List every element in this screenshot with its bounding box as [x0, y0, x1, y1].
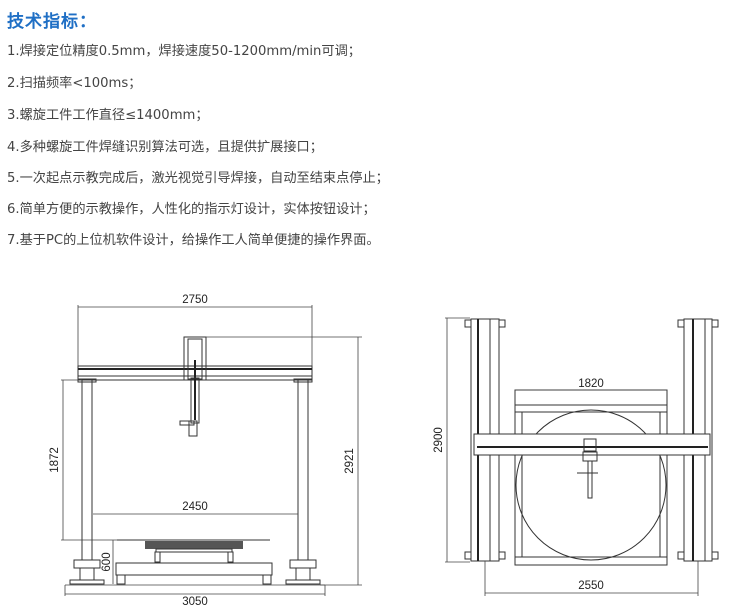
- spec-item: 6.简单方便的示教操作，人性化的指示灯设计，实体按钮设计；: [7, 202, 376, 217]
- dim-600: 600: [101, 552, 113, 571]
- dim-3050: 3050: [182, 596, 208, 608]
- dim-2450: 2450: [182, 501, 208, 513]
- spec-item: 3.螺旋工件工作直径≤1400mm；: [7, 108, 209, 123]
- spec-item: 7.基于PC的上位机软件设计，给操作工人简单便捷的操作界面。: [7, 233, 380, 248]
- dim-2921: 2921: [344, 448, 356, 474]
- section-heading: 技术指标：: [7, 12, 97, 32]
- spec-item: 4.多种螺旋工件焊缝识别算法可选，且提供扩展接口；: [7, 140, 323, 155]
- dim-2750: 2750: [182, 294, 208, 306]
- front-view-drawing: 2750 2450: [49, 294, 362, 608]
- spec-item: 1.焊接定位精度0.5mm，焊接速度50-1200mm/min可调；: [7, 44, 361, 59]
- top-view-drawing: 2900 1820: [433, 317, 719, 596]
- dim-2900: 2900: [433, 427, 445, 453]
- dim-2550: 2550: [578, 580, 604, 592]
- dim-1820: 1820: [578, 378, 604, 390]
- spec-item: 5.一次起点示教完成后，激光视觉引导焊接，自动至结束点停止；: [7, 171, 389, 186]
- spec-item: 2.扫描频率<100ms；: [7, 76, 142, 91]
- dim-1872: 1872: [49, 447, 61, 473]
